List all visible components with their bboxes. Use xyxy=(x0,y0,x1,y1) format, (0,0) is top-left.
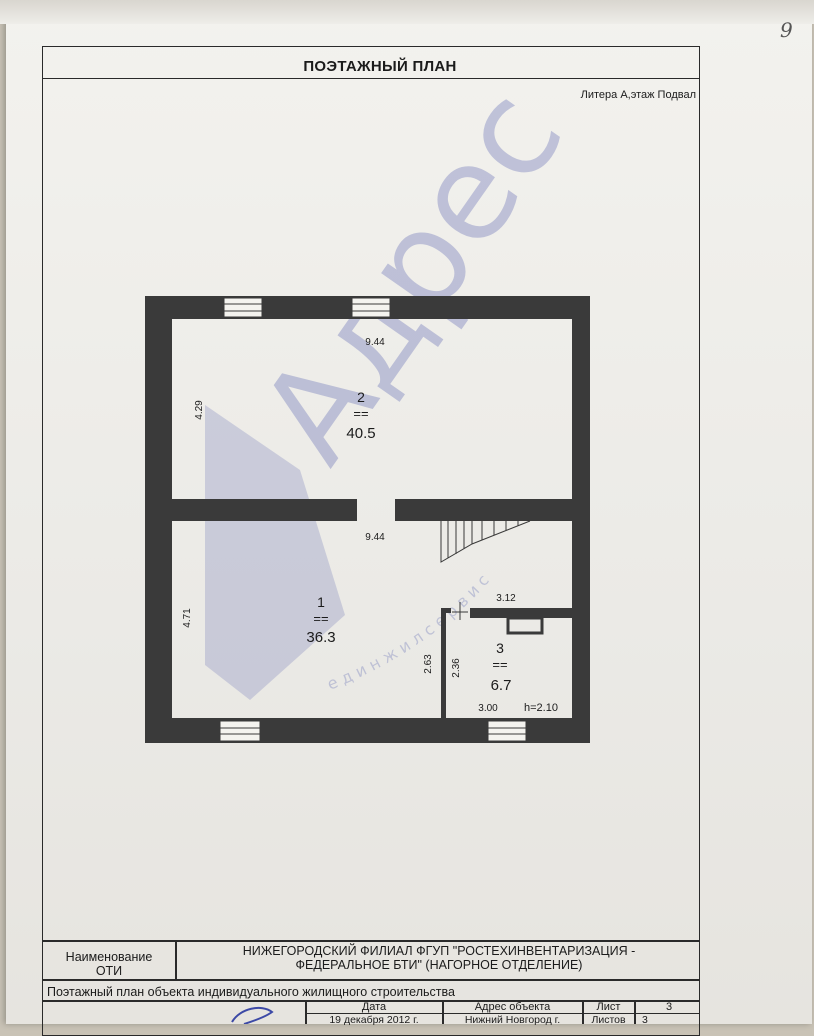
wall-middle-left xyxy=(172,499,357,521)
paper-stack-edge xyxy=(0,0,814,24)
room2-separator: == xyxy=(353,406,368,421)
tb-name-label-line2: ОТИ xyxy=(95,964,123,978)
room1-separator: == xyxy=(313,611,328,626)
room2-number: 2 xyxy=(357,389,365,405)
dim-room3-height-inner: 2.36 xyxy=(451,658,462,678)
watermark-arc-text: е д и н ж и л с е р в и с xyxy=(324,571,492,694)
title-divider xyxy=(42,78,700,79)
tb-col-name xyxy=(175,940,177,980)
tb-line-low xyxy=(42,1000,700,1002)
window-top-2 xyxy=(351,297,391,318)
floor-subtitle: Литера А,этаж Подвал xyxy=(580,89,696,101)
tb-name-label-line1: Наименование xyxy=(65,950,153,964)
room3-separator: == xyxy=(492,657,507,672)
tb-col-sheet xyxy=(582,1000,584,1024)
tb-col-sheets xyxy=(634,1000,636,1024)
dim-room2-height: 4.29 xyxy=(194,400,205,420)
dim-room2-width: 9.44 xyxy=(365,337,385,348)
wall-right xyxy=(572,296,590,743)
wall-room3-top xyxy=(470,608,572,618)
page-title: ПОЭТАЖНЫЙ ПЛАН xyxy=(303,58,457,75)
tb-col-address xyxy=(442,1000,444,1024)
tb-col-date-left xyxy=(305,1000,307,1024)
tb-organization: НИЖЕГОРОДСКИЙ ФИЛИАЛ ФГУП "РОСТЕХИНВЕНТА… xyxy=(178,944,700,972)
fixture xyxy=(506,616,544,635)
tb-address-value: Нижний Новгород г. xyxy=(464,1014,561,1026)
handwritten-page-number: 9 xyxy=(780,18,793,42)
window-top-1 xyxy=(223,297,263,318)
dim-room3-width-bottom: 3.00 xyxy=(478,703,498,714)
dim-room3-height-outer: 2.63 xyxy=(423,654,434,674)
room3-area: 6.7 xyxy=(491,677,512,694)
room1-number: 1 xyxy=(317,594,325,610)
room1-area: 36.3 xyxy=(306,629,335,646)
wall-room3-left xyxy=(441,608,446,720)
tb-address-label: Адрес объекта xyxy=(474,1001,551,1013)
wall-middle-right xyxy=(395,499,572,521)
staircase xyxy=(440,520,531,563)
room3-number: 3 xyxy=(496,640,504,656)
tb-sheets-label: Листов xyxy=(591,1014,626,1026)
dim-room1-height: 4.71 xyxy=(182,608,193,628)
tb-line-top xyxy=(42,940,700,942)
dim-room3-width-top: 3.12 xyxy=(496,593,516,604)
signature-mark xyxy=(231,1006,274,1024)
tb-line-mid xyxy=(42,979,700,981)
tb-date-value: 19 декабря 2012 г. xyxy=(329,1014,419,1026)
plan-labels: 9.44 4.29 2 == 40.5 9.44 4.71 1 == 36.3 … xyxy=(182,337,558,714)
tb-row-split xyxy=(305,1013,700,1014)
window-bottom-2 xyxy=(487,720,527,742)
tb-name-label: Наименование ОТИ xyxy=(44,950,174,978)
watermark-text: Адрес xyxy=(231,62,592,487)
tb-organization-line2: ФЕДЕРАЛЬНОЕ БТИ" (НАГОРНОЕ ОТДЕЛЕНИЕ) xyxy=(295,958,583,972)
tb-sheet-value: 3 xyxy=(666,1001,673,1013)
tb-date-label: Дата xyxy=(361,1001,387,1013)
windows xyxy=(219,297,527,742)
dim-room1-width: 9.44 xyxy=(365,532,385,543)
wall-left xyxy=(145,296,172,743)
tb-object-description: Поэтажный план объекта индивидуального ж… xyxy=(47,985,455,999)
room2-area: 40.5 xyxy=(346,425,375,442)
wall-room3-corner xyxy=(441,608,451,613)
ceiling-height: h=2.10 xyxy=(524,702,558,714)
tb-sheet-label: Лист xyxy=(596,1001,621,1013)
window-bottom-1 xyxy=(219,720,261,742)
tb-sheets-value: 3 xyxy=(642,1014,648,1026)
watermark-logo: Адрес е д и н ж и л с е р в и с xyxy=(205,62,592,700)
door-mark xyxy=(452,602,468,620)
tb-organization-line1: НИЖЕГОРОДСКИЙ ФИЛИАЛ ФГУП "РОСТЕХИНВЕНТА… xyxy=(242,944,636,958)
